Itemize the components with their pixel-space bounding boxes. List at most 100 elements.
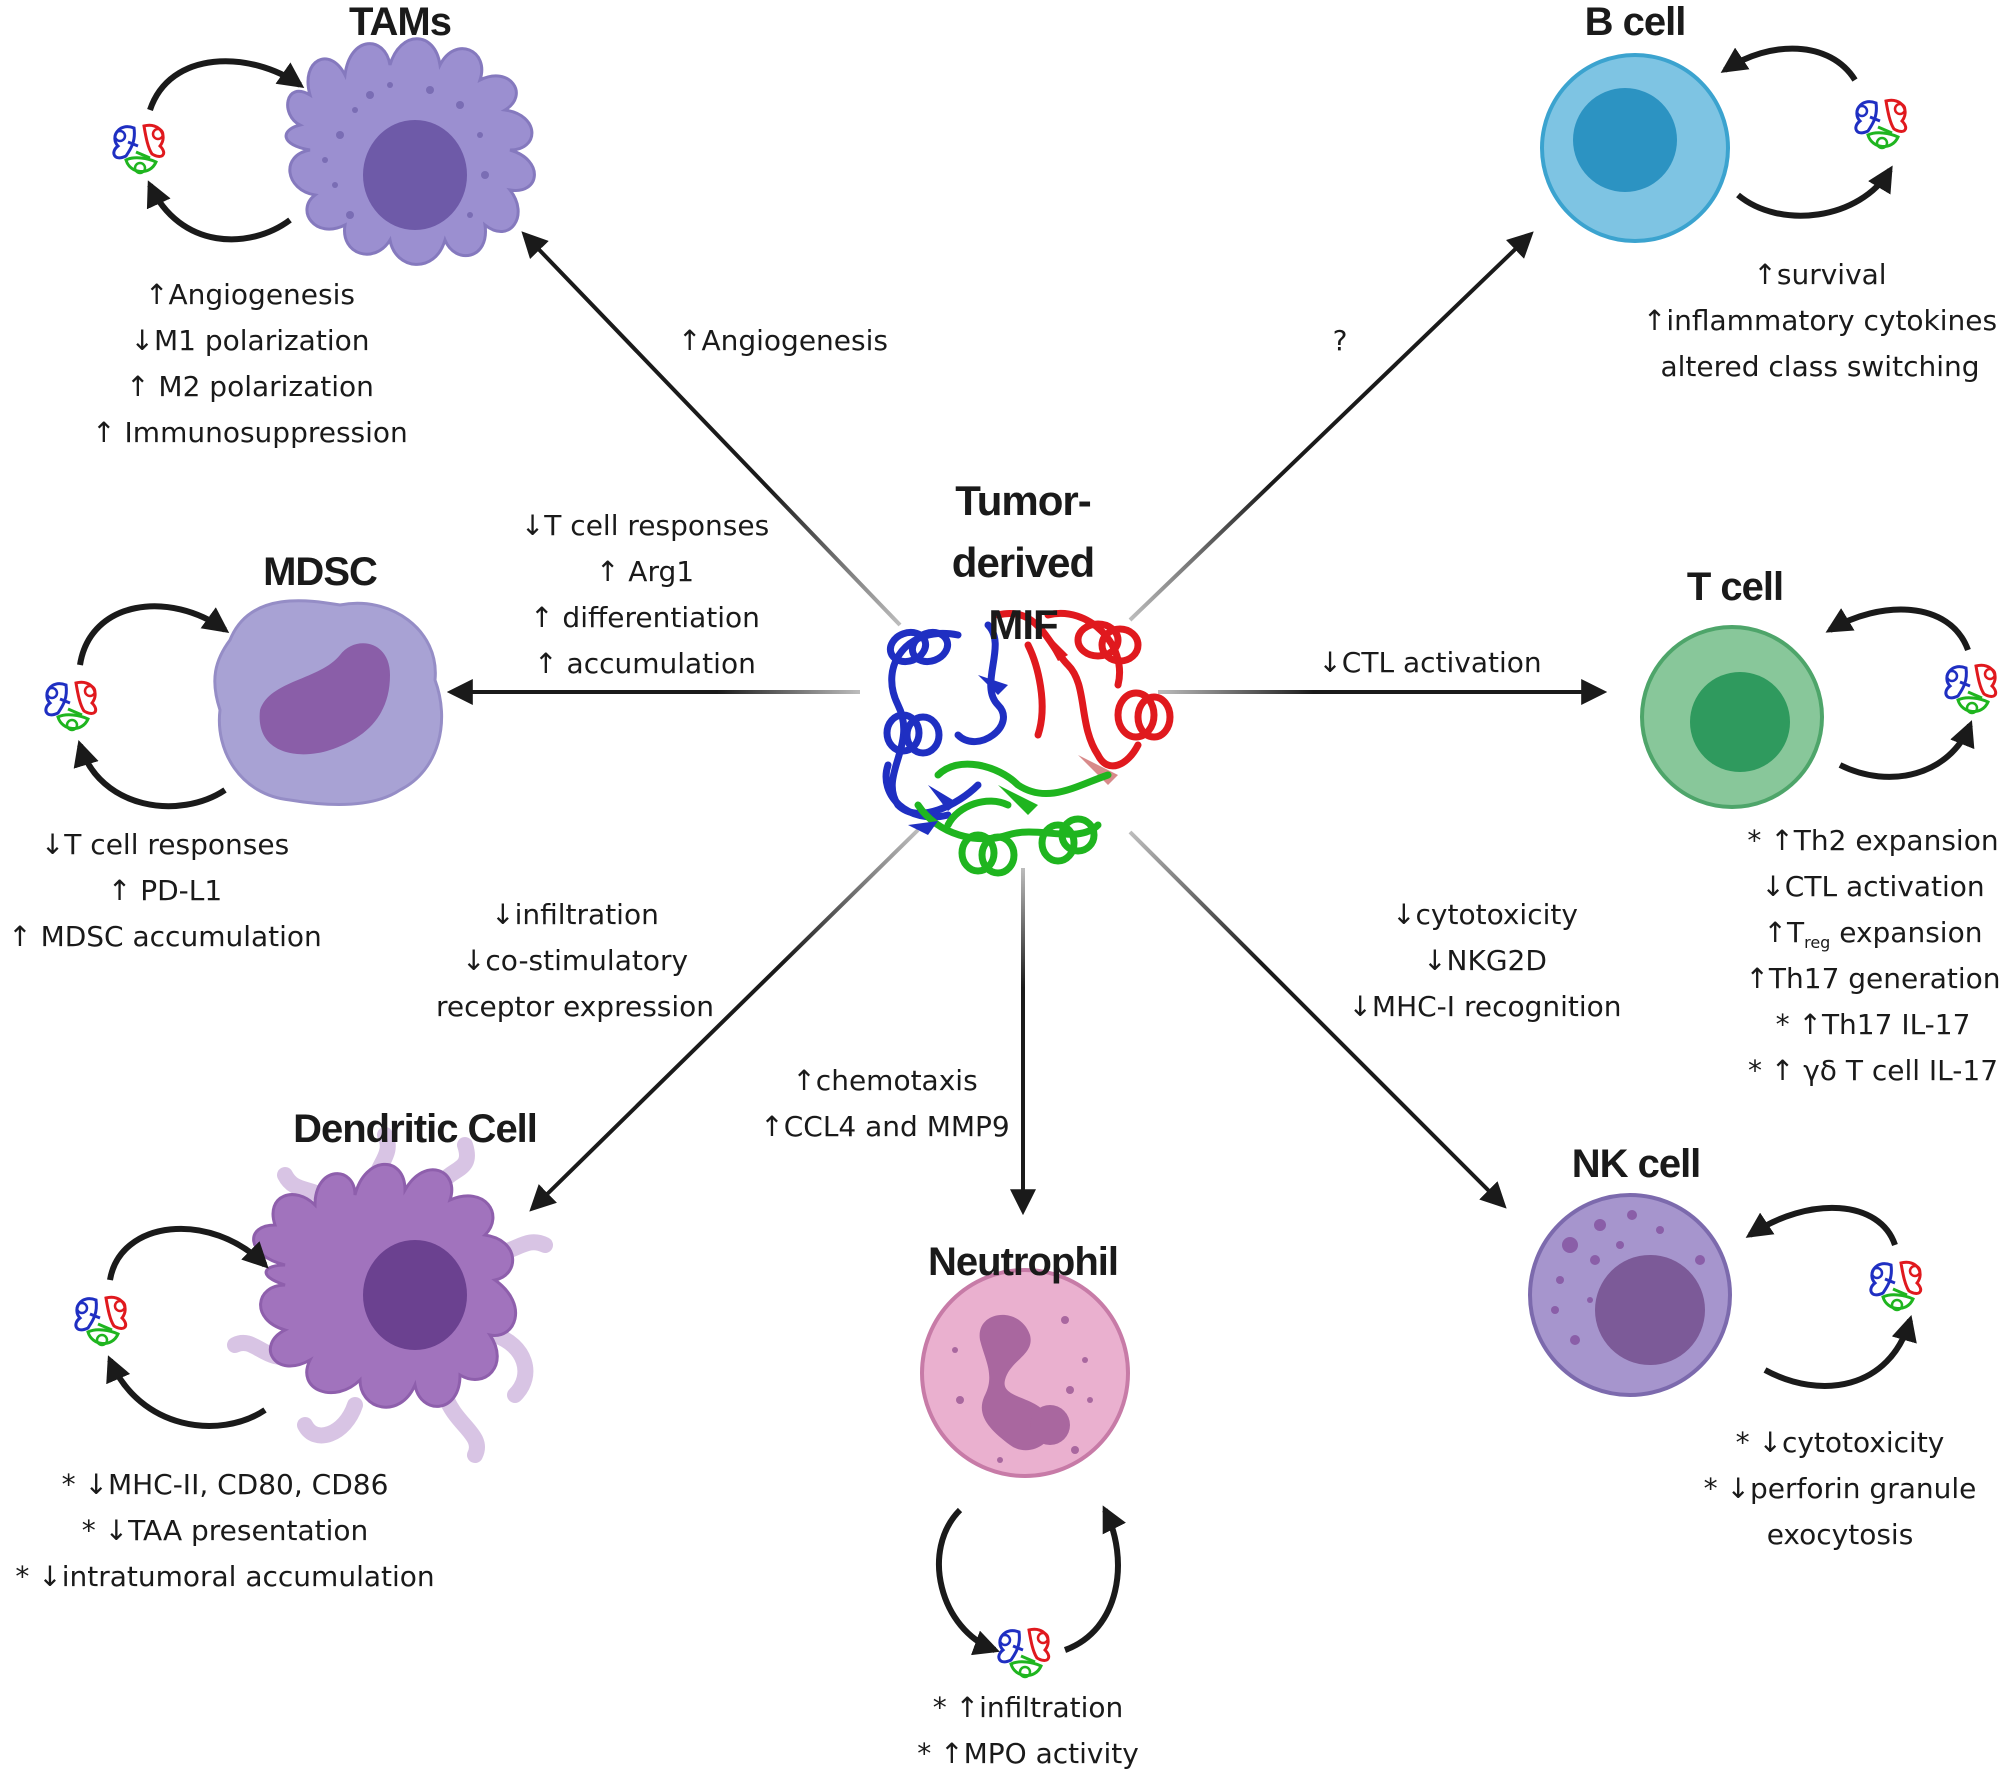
arrow-label-line: ↑ Arg1	[595, 555, 695, 588]
dendritic-cell-illustration	[227, 1127, 553, 1463]
tams-effect: ↑Angiogenesis	[145, 278, 355, 311]
loop-arrow-t-bottom	[1838, 720, 1975, 780]
mif-icon-b-cell	[1854, 98, 1908, 150]
arrow-label-dendritic: ↓infiltration ↓co-stimulatory receptor e…	[425, 892, 725, 1030]
loop-arrow-dc-top	[107, 1225, 269, 1281]
dendritic-effects: * ↓MHC-II, CD80, CD86 * ↓TAA presentatio…	[5, 1462, 445, 1600]
mdsc-title: MDSC	[263, 550, 378, 594]
neutrophil-title: Neutrophil	[928, 1240, 1119, 1284]
loop-arrow-nk-top	[1745, 1204, 1898, 1247]
nk-cell-title: NK cell	[1571, 1142, 1702, 1186]
autocrine-loops	[73, 45, 1975, 1656]
t-cell-effect: ↓CTL activation	[1761, 870, 1985, 903]
arrow-label-line: ↓NKG2D	[1423, 944, 1547, 977]
mdsc-effect: ↓T cell responses	[40, 828, 290, 861]
loop-arrow-b-bottom	[1736, 165, 1893, 219]
loop-arrow-tams-bottom	[146, 180, 292, 243]
b-cell-effect: ↑inflammatory cytokines	[1642, 304, 1998, 337]
arrow-label-tams: ↑Angiogenesis	[668, 318, 898, 364]
arrow-label-t-cell: ↓CTL activation	[1295, 640, 1565, 686]
loop-arrow-b-top	[1720, 45, 1858, 82]
center-title-line-2: MIF	[988, 601, 1058, 648]
arrow-label-line: ↓MHC-I recognition	[1348, 990, 1622, 1023]
loop-arrow-tams-top	[147, 58, 305, 111]
mif-icon-tams	[112, 123, 166, 175]
mif-icon-nk-cell	[1869, 1260, 1923, 1312]
t-cell-effects: * ↑Th2 expansion ↓CTL activation ↑Treg e…	[1738, 818, 2008, 1094]
b-cell-effect: altered class switching	[1660, 350, 1980, 383]
tams-effects: ↑Angiogenesis ↓M1 polarization ↑ M2 pola…	[40, 272, 460, 456]
arrow-label-neutrophil: ↑chemotaxis ↑CCL4 and MMP9	[745, 1058, 1025, 1150]
neutrophil-cell-illustration	[920, 1268, 1130, 1478]
treg-prefix: ↑T	[1763, 916, 1805, 949]
mif-icon-mdsc	[44, 680, 98, 732]
arrow-label-line: ↓co-stimulatory	[461, 944, 689, 977]
t-cell-effect: * ↑Th2 expansion	[1747, 824, 1999, 857]
tams-effect: ↑ Immunosuppression	[92, 416, 408, 449]
nk-cell-effect: * ↓perforin granule	[1703, 1472, 1977, 1505]
arrow-to-dendritic-cell	[529, 828, 920, 1212]
arrow-label-b-cell: ?	[1310, 318, 1370, 364]
nk-cell-effects: * ↓cytotoxicity * ↓perforin granule exoc…	[1680, 1420, 2000, 1558]
b-cell-effect: ↑survival	[1753, 258, 1887, 291]
arrow-label-mdsc: ↓T cell responses ↑ Arg1 ↑ differentiati…	[500, 503, 790, 687]
arrow-label-line: ?	[1332, 324, 1348, 357]
mdsc-cell-illustration	[213, 599, 443, 806]
arrow-label-line: ↓T cell responses	[520, 509, 770, 542]
t-cell-effect: * ↑Th17 IL-17	[1775, 1008, 1971, 1041]
arrow-label-line: ↑CCL4 and MMP9	[760, 1110, 1010, 1143]
loop-arrow-mdsc-bottom	[73, 740, 227, 810]
nk-cell-effect: * ↓cytotoxicity	[1735, 1426, 1945, 1459]
loop-arrow-dc-bottom	[106, 1355, 267, 1429]
loop-arrow-t-top	[1825, 606, 1971, 652]
mdsc-effects: ↓T cell responses ↑ PD-L1 ↑ MDSC accumul…	[0, 822, 330, 960]
center-title: Tumor-derived MIF	[898, 470, 1148, 656]
arrows-from-mif	[446, 231, 1608, 1216]
dendritic-effect: * ↓intratumoral accumulation	[15, 1560, 435, 1593]
loop-arrow-mdsc-top	[77, 603, 230, 666]
arrow-to-b-cell	[1128, 231, 1534, 622]
tams-title: TAMs	[349, 0, 452, 44]
t-cell-title: T cell	[1686, 565, 1784, 609]
loop-arrow-neut-left	[936, 1507, 1000, 1656]
arrow-label-line: receptor expression	[435, 990, 715, 1023]
mif-protein-structure	[882, 609, 1174, 877]
center-title-line-1: Tumor-derived	[951, 477, 1095, 586]
tams-effect: ↓M1 polarization	[130, 324, 370, 357]
loop-arrow-neut-right	[1063, 1505, 1126, 1653]
mif-icon-t-cell	[1944, 663, 1998, 715]
t-cell-illustration	[1640, 625, 1824, 809]
arrow-to-nk-cell	[1128, 830, 1507, 1209]
t-cell-effect-treg: ↑Treg expansion	[1738, 910, 2008, 956]
b-cell-effects: ↑survival ↑inflammatory cytokines altere…	[1630, 252, 2008, 390]
arrow-label-line: ↓CTL activation	[1318, 646, 1542, 679]
loop-arrow-nk-bottom	[1763, 1315, 1917, 1389]
arrow-label-line: ↑ differentiation	[530, 601, 760, 634]
arrow-label-line: ↓cytotoxicity	[1392, 898, 1578, 931]
arrow-label-line: ↑Angiogenesis	[678, 324, 888, 357]
b-cell-title: B cell	[1584, 0, 1687, 44]
b-cell-illustration	[1540, 53, 1730, 243]
tams-effect: ↑ M2 polarization	[126, 370, 374, 403]
mdsc-effect: ↑ PD-L1	[107, 874, 223, 907]
arrow-label-line: ↑ accumulation	[534, 647, 756, 680]
treg-subscript: reg	[1804, 933, 1831, 952]
tams-cell-illustration	[284, 37, 536, 266]
arrow-to-tams	[521, 231, 902, 627]
mif-icon-dendritic	[74, 1295, 128, 1347]
arrow-label-line: ↑chemotaxis	[792, 1064, 978, 1097]
neutrophil-effect: * ↑infiltration	[932, 1691, 1124, 1724]
mif-icon-neutrophil	[997, 1627, 1051, 1679]
dendritic-effect: * ↓MHC-II, CD80, CD86	[61, 1468, 389, 1501]
dendritic-cell-title: Dendritic Cell	[293, 1107, 538, 1151]
t-cell-effect: ↑Th17 generation	[1745, 962, 2001, 995]
nk-cell-illustration	[1528, 1193, 1732, 1397]
arrow-label-nk-cell: ↓cytotoxicity ↓NKG2D ↓MHC-I recognition	[1335, 892, 1635, 1030]
neutrophil-effect: * ↑MPO activity	[917, 1737, 1139, 1770]
neutrophil-effects: * ↑infiltration * ↑MPO activity	[878, 1685, 1178, 1777]
dendritic-effect: * ↓TAA presentation	[81, 1514, 369, 1547]
mdsc-effect: ↑ MDSC accumulation	[8, 920, 322, 953]
t-cell-effect: * ↑ γδ T cell IL-17	[1747, 1054, 1999, 1087]
